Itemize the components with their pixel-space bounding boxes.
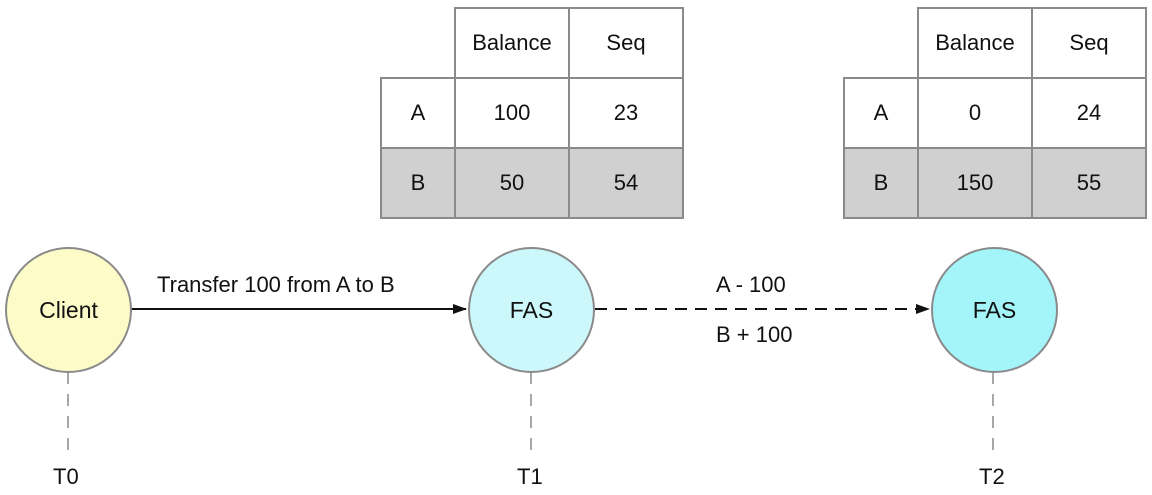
debit-label: A - 100 bbox=[716, 272, 786, 297]
state-table-t1: Balance Seq A 100 23 B 50 54 bbox=[380, 7, 684, 219]
table-row: A 0 24 bbox=[843, 77, 1147, 149]
credit-label: B + 100 bbox=[716, 322, 793, 347]
header-seq: Seq bbox=[1031, 7, 1147, 79]
client-node: Client bbox=[5, 247, 132, 373]
balance-cell: 100 bbox=[454, 77, 570, 149]
seq-cell: 24 bbox=[1031, 77, 1147, 149]
table-corner bbox=[844, 8, 919, 79]
balance-cell: 0 bbox=[917, 77, 1033, 149]
time-label-t2: T2 bbox=[979, 464, 1005, 489]
row-label: A bbox=[380, 77, 456, 149]
table-row: B 150 55 bbox=[843, 147, 1147, 219]
time-label-t0: T0 bbox=[53, 464, 79, 489]
balance-cell: 150 bbox=[917, 147, 1033, 219]
fas-node-t2: FAS bbox=[931, 247, 1058, 373]
header-balance: Balance bbox=[917, 7, 1033, 79]
table-row: B 50 54 bbox=[380, 147, 684, 219]
row-label: B bbox=[380, 147, 456, 219]
row-label: A bbox=[843, 77, 919, 149]
fas-node-t1: FAS bbox=[468, 247, 595, 373]
fas-label: FAS bbox=[972, 296, 1017, 323]
table-corner bbox=[381, 8, 456, 79]
seq-cell: 23 bbox=[568, 77, 684, 149]
state-table-t2: Balance Seq A 0 24 B 150 55 bbox=[843, 7, 1147, 219]
row-label: B bbox=[843, 147, 919, 219]
client-label: Client bbox=[39, 296, 98, 323]
header-balance: Balance bbox=[454, 7, 570, 79]
seq-cell: 55 bbox=[1031, 147, 1147, 219]
transfer-label: Transfer 100 from A to B bbox=[157, 272, 395, 297]
table-row: A 100 23 bbox=[380, 77, 684, 149]
fas-label: FAS bbox=[509, 296, 554, 323]
time-label-t1: T1 bbox=[517, 464, 543, 489]
seq-cell: 54 bbox=[568, 147, 684, 219]
balance-cell: 50 bbox=[454, 147, 570, 219]
header-seq: Seq bbox=[568, 7, 684, 79]
